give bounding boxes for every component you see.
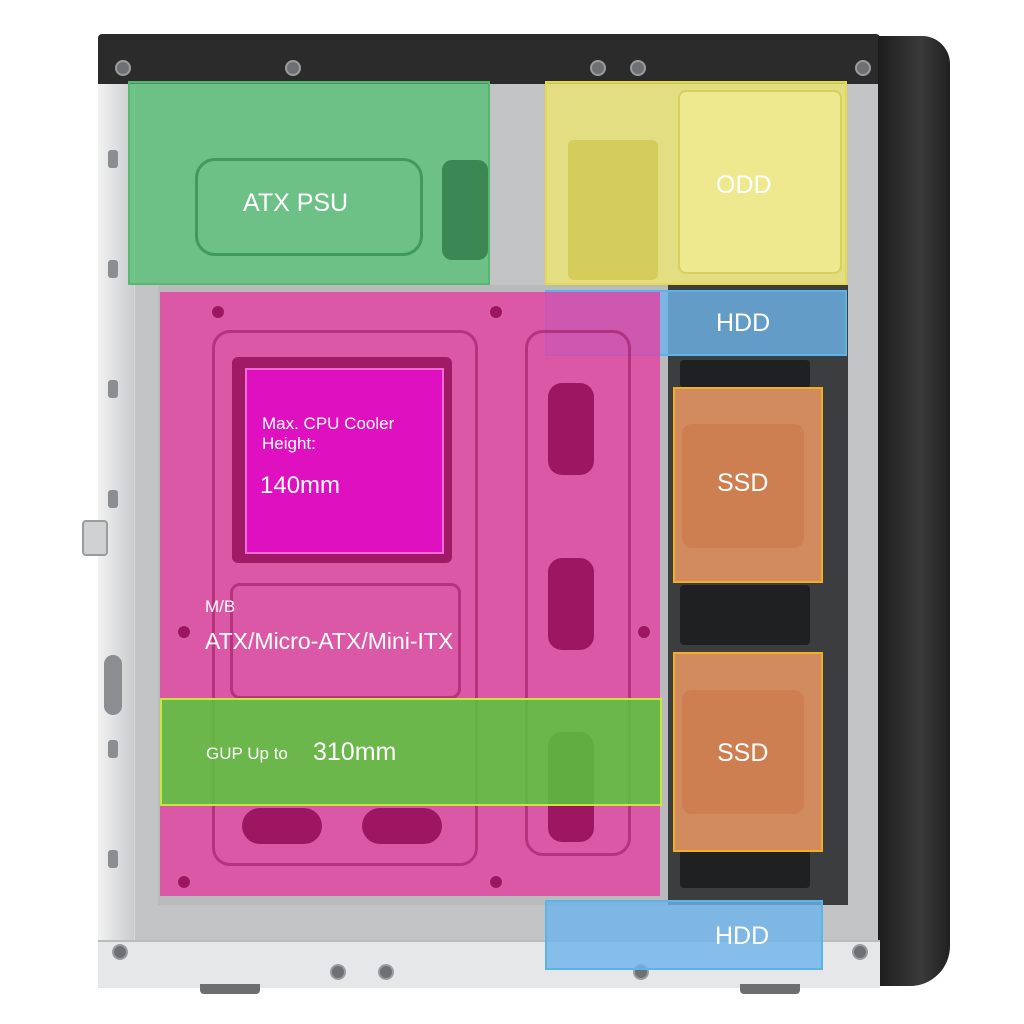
psu-label: ATX PSU [243,189,349,217]
rail-slot [108,490,118,508]
ssd-mount-plate [682,424,804,548]
foot-left [200,984,260,994]
rail-slot [108,260,118,278]
cpu-cooler-zone [245,368,444,554]
ssd-label: SSD [717,469,769,497]
screw-icon [590,60,606,76]
hdd-zone-bottom [545,900,823,970]
cable-grommet [242,808,322,844]
cable-grommet [548,383,594,475]
psu-mount-outline [195,158,423,256]
odd-bay-bracket [568,140,658,280]
motherboard-prefix: M/B [205,597,236,616]
hdd-top-label: HDD [716,309,771,337]
cpu-cooler-value: 140mm [260,472,341,499]
rail-slot [108,850,118,868]
cable-grommet [548,558,594,650]
standoff-icon [488,304,504,320]
cable-grommet [362,808,442,844]
psu-mount-cutout [442,160,488,260]
ssd-label: SSD [717,739,769,767]
odd-label: ODD [716,171,772,199]
screw-icon [855,60,871,76]
screw-icon [852,944,868,960]
standoff-icon [488,874,504,890]
padlock-loop-icon [82,520,108,556]
rail-slot [108,380,118,398]
gpu-prefix: GUP Up to [206,744,288,763]
foot-right [740,984,800,994]
screw-icon [378,964,394,980]
standoff-icon [636,624,652,640]
motherboard-cutout-outline [212,330,478,866]
screw-icon [115,60,131,76]
expansion-latch [104,655,122,715]
hdd-bottom-label: HDD [715,922,770,950]
standoff-icon [176,874,192,890]
case-top-panel [98,34,880,84]
screw-icon [112,944,128,960]
rail-slot [108,740,118,758]
ssd-mount-plate [682,690,804,814]
rail-slot [108,150,118,168]
screw-icon [285,60,301,76]
standoff-icon [176,624,192,640]
screw-icon [330,964,346,980]
gpu-zone [160,698,662,806]
gpu-length-value: 310mm [313,738,397,766]
drive-bay-slot [680,850,810,888]
motherboard-label: ATX/Micro-ATX/Mini-ITX [205,628,454,654]
cable-channel-outline [525,330,631,856]
odd-bay-bracket [678,90,842,274]
front-bezel [878,36,950,986]
drive-bay-slot [680,585,810,645]
psu-zone [128,81,490,285]
motherboard-cutout-outline [230,583,461,699]
drive-bay-slot [680,360,810,388]
screw-icon [630,60,646,76]
standoff-icon [210,304,226,320]
cpu-cooler-title: Max. CPU Cooler Height: [262,414,395,453]
